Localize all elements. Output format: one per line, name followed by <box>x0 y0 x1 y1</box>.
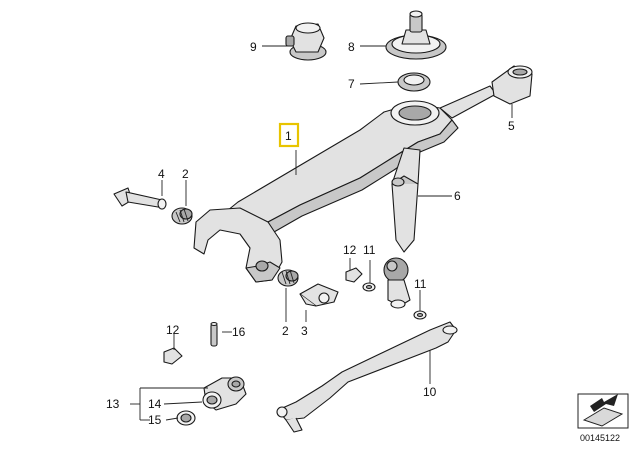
part-1-shift-housing[interactable] <box>193 85 497 283</box>
part-10-selector-rod[interactable] <box>276 321 458 433</box>
callout-4[interactable]: 4 <box>158 167 165 181</box>
callout-10[interactable]: 10 <box>423 385 437 399</box>
callout-labels: 1 4 2 12 11 11 2 3 5 6 7 8 9 10 12 16 13… <box>106 40 515 427</box>
callout-2-lower[interactable]: 2 <box>282 324 289 338</box>
arrow-plate-icon <box>582 394 624 427</box>
callout-11-upper[interactable]: 11 <box>363 243 376 257</box>
reference-number: 00145122 <box>580 433 620 443</box>
part-6-gear-shaft[interactable] <box>383 147 421 309</box>
callout-2-upper[interactable]: 2 <box>182 167 189 181</box>
part-15-ring[interactable] <box>176 410 196 426</box>
part-7-ring[interactable] <box>397 72 431 92</box>
callout-6[interactable]: 6 <box>454 189 461 203</box>
part-2-bushing-lower[interactable] <box>277 269 299 287</box>
leader-lines <box>130 45 513 421</box>
callout-9[interactable]: 9 <box>250 40 257 54</box>
part-2-bushing-upper[interactable] <box>171 207 193 225</box>
callout-13[interactable]: 13 <box>106 397 120 411</box>
callout-5[interactable]: 5 <box>508 119 515 133</box>
diagram-reference-block: 00145122 <box>577 393 629 443</box>
part-4-pin-bracket[interactable] <box>113 187 167 210</box>
highlight-box-1 <box>278 122 300 148</box>
callout-7[interactable]: 7 <box>348 77 355 91</box>
callout-12-lower[interactable]: 12 <box>166 323 180 337</box>
part-14-bearing-block[interactable] <box>202 376 247 411</box>
callout-12-upper[interactable]: 12 <box>343 243 357 257</box>
part-11-washer-lower[interactable] <box>413 310 427 320</box>
part-3-pin-bracket[interactable] <box>299 283 339 307</box>
callout-1[interactable]: 1 <box>285 129 292 143</box>
callout-14[interactable]: 14 <box>148 397 162 411</box>
callout-11-lower[interactable]: 11 <box>414 277 427 291</box>
part-12-clip-upper[interactable] <box>345 267 363 283</box>
part-16-pin[interactable] <box>210 321 218 347</box>
part-5-sleeve[interactable] <box>491 65 533 105</box>
callout-3[interactable]: 3 <box>301 324 308 338</box>
part-11-washer-upper[interactable] <box>362 282 376 292</box>
part-8-boot-seal[interactable] <box>385 10 447 60</box>
part-9-clamp[interactable] <box>285 22 327 61</box>
part-12-clip-lower[interactable] <box>163 347 183 365</box>
callout-16[interactable]: 16 <box>232 325 246 339</box>
callout-8[interactable]: 8 <box>348 40 355 54</box>
callout-15[interactable]: 15 <box>148 413 162 427</box>
